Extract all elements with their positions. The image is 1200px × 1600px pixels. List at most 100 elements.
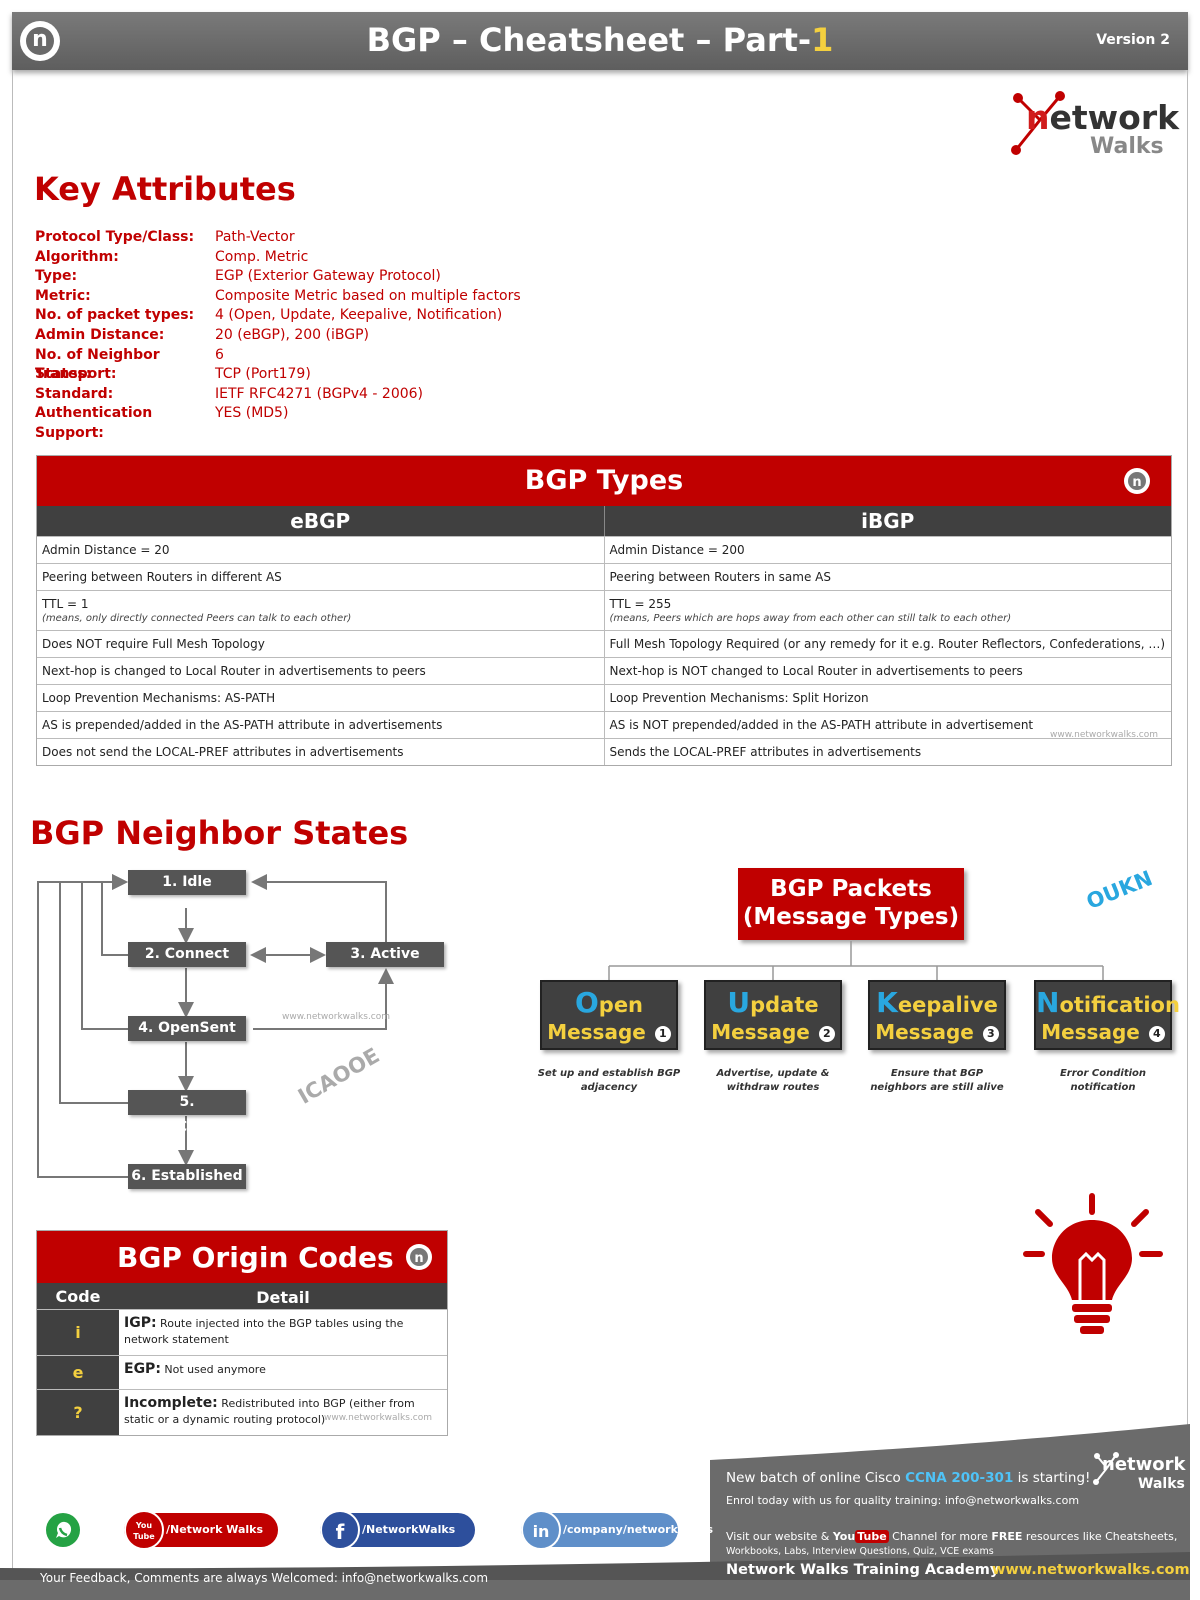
key-attributes-heading: Key Attributes	[34, 170, 296, 208]
attribute-row: Algorithm:Comp. Metric	[35, 248, 635, 268]
watermark: www.networkwalks.com	[324, 1413, 433, 1423]
attribute-label: No. of Neighbor States:	[35, 346, 160, 383]
attribute-label: Transport:	[35, 366, 117, 383]
page-header: n BGP – Cheatsheet – Part-1 Version 2	[12, 12, 1188, 70]
ebgp-cell: AS is prepended/added in the AS-PATH att…	[37, 712, 605, 738]
facebook-link[interactable]: f /NetworkWalks	[320, 1510, 475, 1550]
neighbor-state-4: 4. OpenSent	[128, 1016, 246, 1041]
origin-code: i	[37, 1310, 119, 1355]
col-ibgp: iBGP	[861, 509, 915, 533]
attribute-row: No. of packet types: 4 (Open, Update, Kee…	[35, 306, 635, 326]
facebook-icon: f	[320, 1510, 360, 1550]
ibgp-cell: Next-hop is NOT changed to Local Router …	[609, 664, 1023, 678]
ebgp-cell: Next-hop is changed to Local Router in a…	[37, 658, 605, 684]
bgp-packets-root: BGP Packets (Message Types)	[738, 868, 964, 940]
bgp-types-table: BGP Types n eBGP iBGP Admin Distance = 2…	[36, 455, 1172, 766]
packet-description: Advertise, update & withdraw routes	[716, 1068, 830, 1093]
attribute-label: Authentication Support:	[35, 405, 153, 441]
linkedin-link[interactable]: in /company/networkwalks	[521, 1510, 713, 1550]
network-walks-n-icon: n	[406, 1244, 432, 1270]
neighbor-state-5: 5. OpenConfirm	[128, 1090, 246, 1135]
attribute-label: Standard:	[35, 385, 114, 402]
attribute-row: Transport:TCP (Port179)	[35, 365, 635, 385]
attribute-row: Admin Distance: 20 (eBGP), 200 (iBGP)	[35, 326, 635, 346]
table-row: Does NOT require Full Mesh Topology Full …	[37, 630, 1171, 657]
footer-website-link[interactable]: www.networkwalks.com	[992, 1562, 1190, 1578]
lightbulb-icon	[1023, 1193, 1163, 1334]
attribute-row: No. of Neighbor States:6	[35, 346, 635, 383]
svg-text:n: n	[414, 1251, 423, 1266]
neighbor-state-1: 1. Idle	[128, 870, 246, 895]
attribute-value: 4 (Open, Update, Keepalive, Notification…	[215, 307, 503, 324]
watermark: www.networkwalks.com	[1050, 730, 1159, 740]
neighbor-states-heading: BGP Neighbor States	[30, 814, 409, 852]
attribute-label: Type:	[35, 268, 78, 285]
origin-code: ?	[37, 1390, 119, 1435]
bgp-types-title: BGP Types n	[37, 456, 1171, 506]
number-badge: 3	[982, 1026, 999, 1042]
ibgp-cell: Sends the LOCAL-PREF attributes in adver…	[609, 745, 922, 759]
linkedin-icon: in	[521, 1510, 561, 1550]
attribute-value: Composite Metric based on multiple facto…	[215, 287, 521, 304]
bgp-types-header: eBGP iBGP	[37, 506, 1171, 536]
network-node-icon	[1093, 1452, 1119, 1485]
svg-text:n: n	[1132, 475, 1141, 490]
ibgp-cell: TTL = 255(means, Peers which are hops aw…	[609, 597, 1012, 624]
ibgp-cell: Loop Prevention Mechanisms: Split Horizo…	[609, 691, 869, 705]
attribute-value: Path-Vector	[215, 229, 295, 245]
packet-description: Ensure that BGP neighbors are still aliv…	[870, 1068, 1004, 1093]
ibgp-cell: Full Mesh Topology Required (or any reme…	[609, 637, 1166, 651]
attribute-value: 20 (eBGP), 200 (iBGP)	[215, 326, 369, 343]
footer-wave	[0, 1424, 1190, 1600]
attribute-row: Type:EGP (Exterior Gateway Protocol)	[35, 267, 635, 287]
youtube-icon: You Tube	[124, 1510, 164, 1550]
footer-network-walks-logo: network Walks	[1092, 1450, 1192, 1500]
ebgp-cell: Does NOT require Full Mesh Topology	[37, 631, 605, 657]
footer-enrol-text: Enrol today with us for quality training…	[726, 1494, 1080, 1507]
attribute-label: No. of packet types:	[35, 307, 195, 324]
table-row: Peering between Routers in different AS P…	[37, 563, 1171, 590]
table-row: AS is prepended/added in the AS-PATH att…	[37, 711, 1171, 738]
attribute-row: Standard: IETF RFC4271 (BGPv4 - 2006)	[35, 385, 635, 405]
ibgp-cell: Peering between Routers in same AS	[609, 570, 832, 584]
number-badge: 1	[654, 1026, 671, 1042]
footer-visit-text-2: Workbooks, Labs, Interview Questions, Qu…	[726, 1546, 994, 1557]
ibgp-cell: AS is NOT prepended/added in the AS-PATH…	[609, 718, 1034, 732]
neighbor-state-3: 3. Active	[326, 942, 444, 967]
attribute-label: Algorithm:	[35, 248, 119, 265]
origin-codes-header: Code Detail	[37, 1283, 447, 1309]
packets-tree-lines	[608, 941, 1104, 980]
ebgp-cell: Peering between Routers in different AS	[37, 564, 605, 590]
neighbor-state-6: 6. Established	[128, 1164, 246, 1189]
attribute-row: Metric:Composite Metric based on multipl…	[35, 287, 635, 307]
table-row: ?Incomplete: Redistributed into BGP (eit…	[37, 1389, 447, 1435]
footer-feedback: Your Feedback, Comments are always Welco…	[40, 1571, 489, 1585]
origin-codes-title: BGP Origin Codes n	[37, 1231, 447, 1283]
attribute-value: YES (MD5)	[215, 405, 289, 422]
youtube-link[interactable]: You Tube /Network Walks	[124, 1510, 278, 1550]
col-ebgp: eBGP	[37, 506, 605, 536]
table-row: TTL = 1(means, only directly connected P…	[37, 590, 1171, 630]
ibgp-cell: Admin Distance = 200	[609, 543, 745, 557]
attribute-label: Admin Distance:	[35, 326, 165, 343]
table-row: Does not send the LOCAL-PREF attributes …	[37, 738, 1171, 765]
attribute-value: IETF RFC4271 (BGPv4 - 2006)	[215, 385, 424, 402]
whatsapp-icon[interactable]	[45, 1512, 81, 1548]
number-badge: 4	[1148, 1026, 1165, 1042]
ebgp-cell: Does not send the LOCAL-PREF attributes …	[37, 739, 605, 765]
attribute-row: Authentication Support: YES (MD5)	[35, 404, 635, 441]
network-walks-n-icon: n	[1124, 468, 1150, 494]
youtube-icon: Tube	[855, 1530, 889, 1543]
table-row: Next-hop is changed to Local Router in a…	[37, 657, 1171, 684]
